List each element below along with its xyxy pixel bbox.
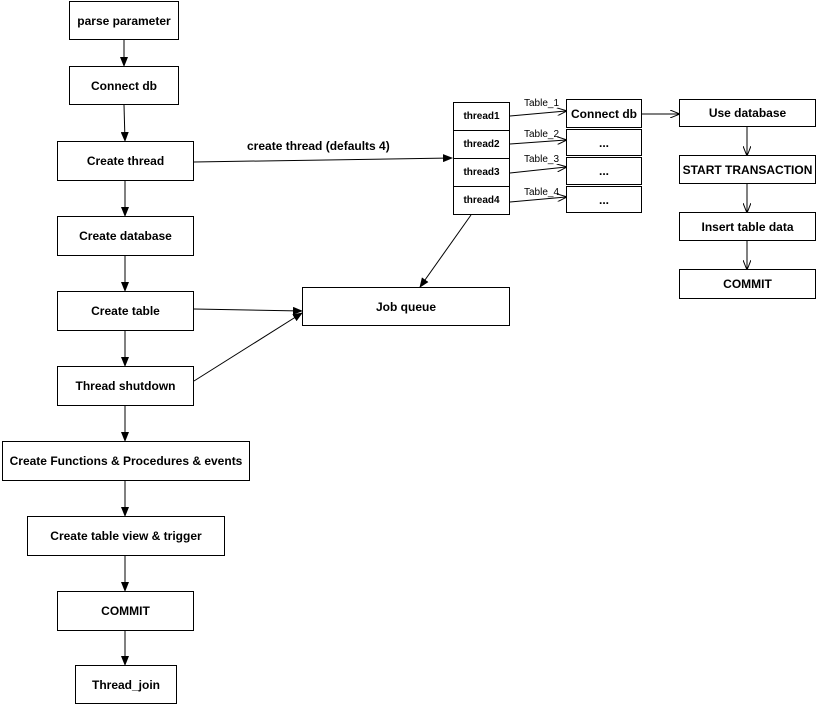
table-label-2: Table_2 — [524, 129, 560, 140]
use-database-box: Use database — [679, 99, 816, 127]
thread-cell-1: thread1 — [453, 102, 510, 131]
worker-ellipsis-cell-3: ... — [566, 157, 642, 185]
worker-ellipsis-cell-4: ... — [566, 186, 642, 213]
thread-cell-3: thread3 — [453, 158, 510, 187]
create-view-trigger-box: Create table view & trigger — [27, 516, 225, 556]
arrow-create-thread-to-threads — [193, 154, 453, 163]
create-functions-box: Create Functions & Procedures & events — [2, 441, 250, 481]
job-queue-box: Job queue — [302, 287, 510, 326]
table-label-1: Table_1 — [524, 98, 560, 109]
arrow-create-table-to-job-queue — [193, 306, 303, 315]
create-database-box: Create database — [57, 216, 194, 256]
table-label-4: Table_4 — [524, 187, 560, 198]
arrow-thread4-to-table4 — [509, 197, 566, 203]
arrow-thread4-to-job-queue — [419, 214, 472, 288]
arrow-thread3-to-table3 — [509, 167, 566, 174]
thread-cell-4: thread4 — [453, 186, 510, 215]
insert-table-data-box: Insert table data — [679, 212, 816, 241]
create-table-box: Create table — [57, 291, 194, 331]
parse-parameter-box: parse parameter — [69, 1, 179, 40]
thread-cell-2: thread2 — [453, 130, 510, 159]
start-transaction-box: START TRANSACTION — [679, 155, 816, 184]
arrow-connect-to-create-thread — [120, 104, 129, 142]
commit-box: COMMIT — [57, 591, 194, 631]
arrow-thread1-to-table1 — [509, 111, 566, 117]
arrow-thread-shutdown-to-job-queue — [193, 312, 303, 382]
arrow-thread2-to-table2 — [509, 140, 566, 144]
create-thread-box: Create thread — [57, 141, 194, 181]
worker-connect-db-cell: Connect db — [566, 99, 642, 128]
thread-shutdown-box: Thread shutdown — [57, 366, 194, 406]
worker-ellipsis-cell-2: ... — [566, 129, 642, 156]
connect-db-box: Connect db — [69, 66, 179, 105]
thread-join-box: Thread_join — [75, 665, 177, 704]
table-label-3: Table_3 — [524, 154, 560, 165]
create-thread-label: create thread (defaults 4) — [247, 139, 390, 153]
worker-commit-box: COMMIT — [679, 269, 816, 299]
